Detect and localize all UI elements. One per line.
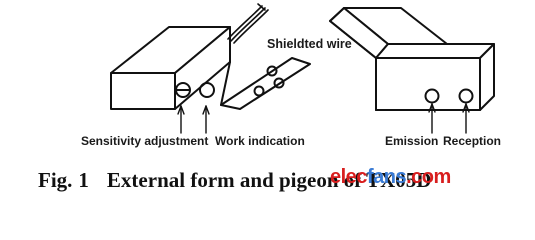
shielded-wire-label: Shieldted wire <box>267 37 352 51</box>
emission-port-icon <box>424 88 440 104</box>
watermark-left: elec <box>330 166 367 188</box>
reception-label: Reception <box>443 134 502 148</box>
plate-hole-icon <box>253 85 265 97</box>
left-leader-lines <box>177 105 210 134</box>
left-mounting-plate <box>220 57 311 110</box>
sensor-diagram <box>110 3 495 134</box>
work-indicator-led-icon <box>199 82 215 98</box>
watermark-logo: elecfans.com <box>330 167 451 187</box>
watermark-right: .com <box>406 166 451 188</box>
right-sensor-box <box>329 7 495 111</box>
right-leader-lines <box>428 103 470 134</box>
reception-port-icon <box>458 88 474 104</box>
shielded-wire <box>227 3 269 44</box>
figure-caption: Fig.1 External form and pigeon of TX05D <box>38 170 431 191</box>
right-front-ports <box>424 88 474 104</box>
sensitivity-adjustment-label: Sensitivity adjustment <box>81 134 209 148</box>
watermark-mid: fans <box>366 166 407 188</box>
caption-number: 1 <box>78 168 89 192</box>
left-front-controls <box>175 82 215 98</box>
left-sensor-box <box>110 26 231 110</box>
plate-hole-icon <box>266 65 278 77</box>
figure: Shieldted wire Sensitivity adjustment Wo… <box>38 3 502 191</box>
caption-prefix: Fig. <box>38 168 73 192</box>
plate-hole-icon <box>273 77 285 89</box>
work-indication-label: Work indication <box>215 134 305 148</box>
emission-label: Emission <box>385 134 439 148</box>
caption-text: External form and pigeon of TX05D <box>106 168 432 192</box>
